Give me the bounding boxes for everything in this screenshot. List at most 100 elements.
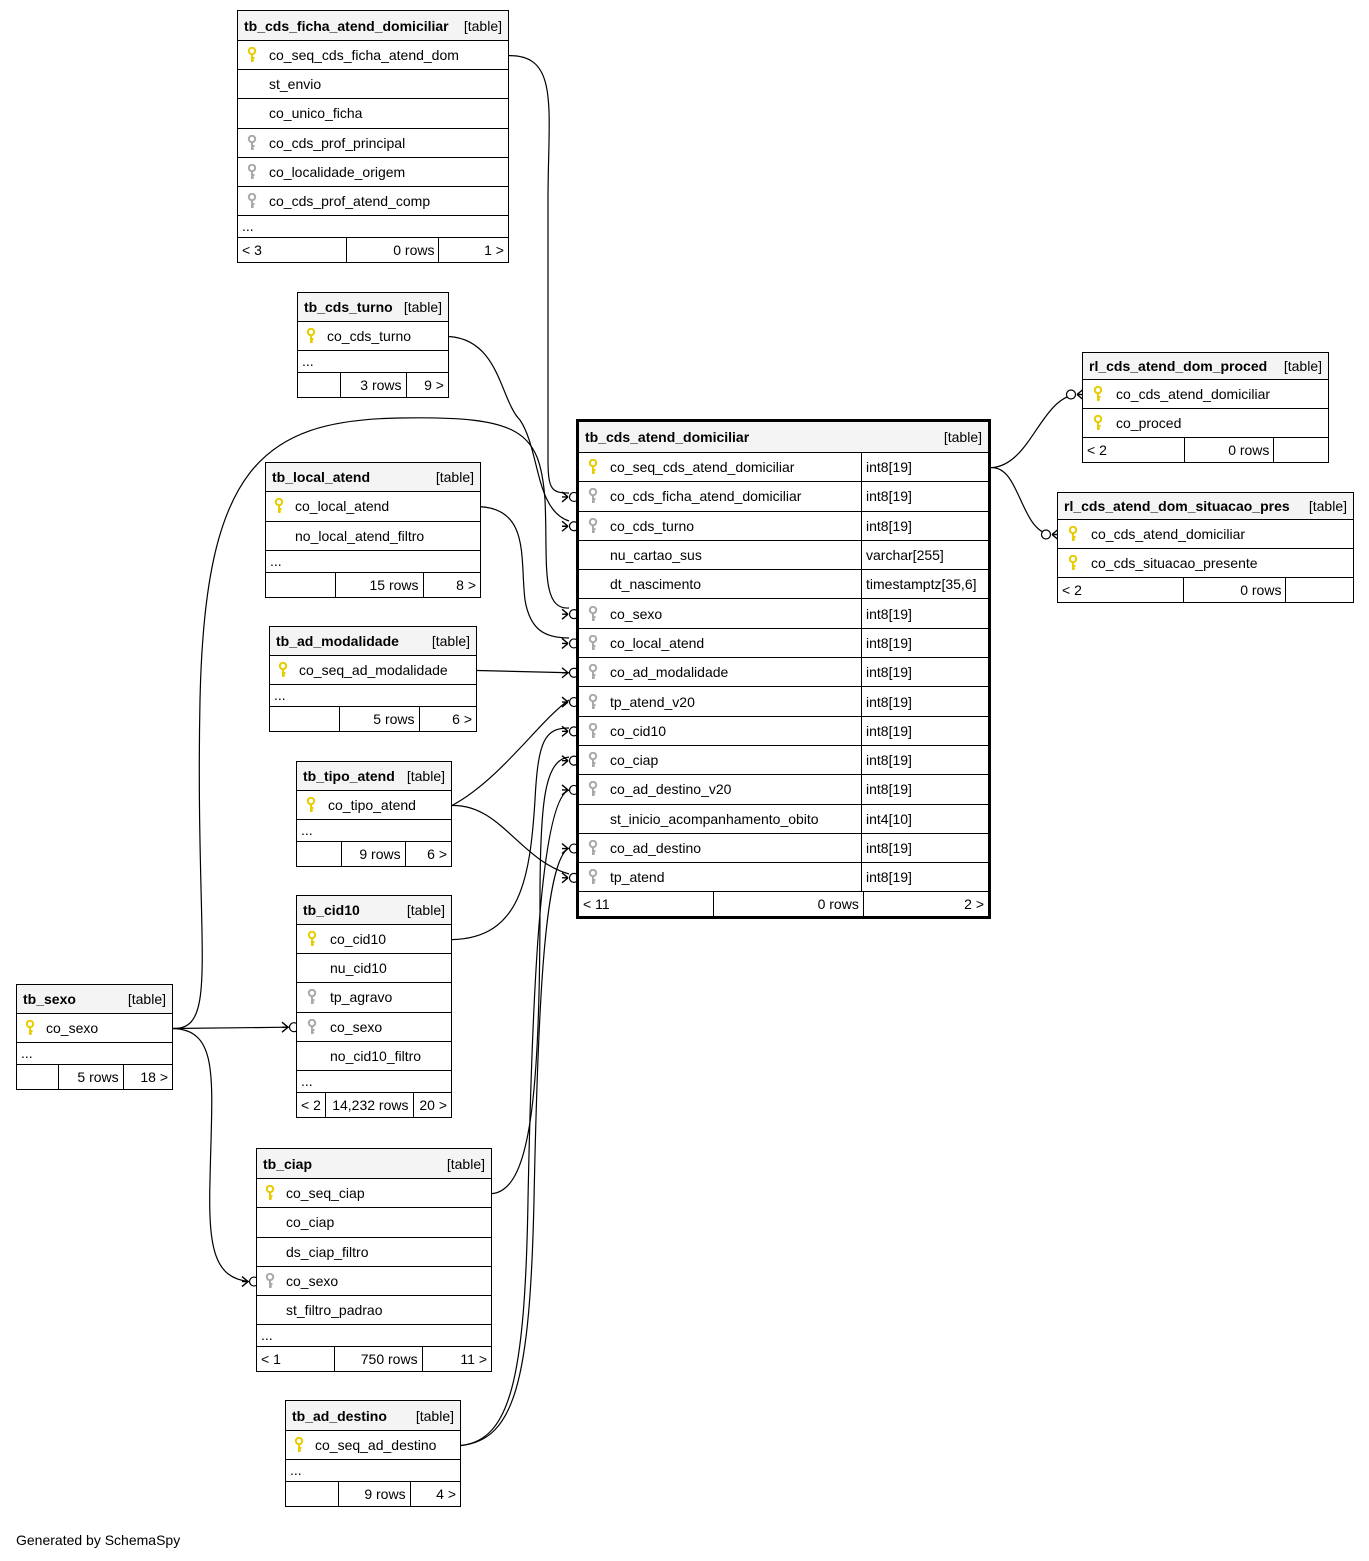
table-name[interactable]: tb_ad_modalidade (276, 633, 399, 649)
table-column-row[interactable]: co_seq_ad_modalidade (270, 656, 476, 685)
table-column-row[interactable]: co_cds_prof_atend_comp (238, 187, 508, 217)
table-column-row[interactable]: co_seq_ciap (257, 1179, 491, 1209)
table-name[interactable]: tb_cds_atend_domiciliar (585, 429, 750, 445)
table-header[interactable]: tb_cds_ficha_atend_domiciliar[table] (238, 11, 508, 41)
table-rl_cds_atend_dom_situacao_pres[interactable]: rl_cds_atend_dom_situacao_pres[table]co_… (1057, 492, 1354, 603)
table-column-row[interactable]: co_cds_situacao_presente (1058, 549, 1353, 578)
table-column-row[interactable]: co_localidade_origem (238, 158, 508, 187)
table-column-row[interactable]: st_envio (238, 70, 508, 100)
parents-link[interactable] (17, 1065, 59, 1089)
table-column-row[interactable]: tp_agravo (297, 983, 451, 1013)
table-rl_cds_atend_dom_proced[interactable]: rl_cds_atend_dom_proced[table]co_cds_ate… (1082, 352, 1329, 463)
table-header[interactable]: rl_cds_atend_dom_proced[table] (1083, 353, 1328, 380)
children-link[interactable]: 9 > (424, 377, 444, 393)
table-column-row[interactable]: co_seq_cds_ficha_atend_dom (238, 41, 508, 71)
table-name[interactable]: tb_cid10 (303, 902, 360, 918)
children-link[interactable]: 11 > (460, 1351, 487, 1368)
table-column-row[interactable]: st_filtro_padrao (257, 1296, 491, 1326)
parents-link[interactable]: < 2 (297, 1092, 326, 1117)
table-header[interactable]: tb_sexo[table] (17, 985, 172, 1014)
parents-link[interactable] (266, 573, 337, 597)
table-header[interactable]: tb_ciap[table] (257, 1149, 491, 1179)
parents-link[interactable] (298, 373, 342, 397)
table-column-row[interactable]: co_local_atend (266, 492, 480, 522)
table-column-row[interactable]: co_proced (1083, 409, 1328, 438)
table-name[interactable]: tb_ciap (263, 1155, 313, 1172)
table-tb_tipo_atend[interactable]: tb_tipo_atend[table]co_tipo_atend...9 ro… (296, 761, 452, 867)
parents-link[interactable]: < 2 (1058, 578, 1185, 602)
children-link[interactable]: 6 > (427, 846, 448, 862)
table-header[interactable]: tb_ad_destino[table] (286, 1401, 460, 1431)
table-column-row[interactable]: co_cds_turno (298, 322, 448, 351)
table-column-row[interactable]: co_cds_atend_domiciliar (1058, 520, 1353, 549)
parents-link[interactable] (270, 707, 341, 731)
children-link[interactable] (1274, 438, 1328, 462)
children-link[interactable]: 18 > (140, 1069, 168, 1085)
table-column-row[interactable]: co_seq_ad_destino (286, 1431, 460, 1460)
table-column-row[interactable]: co_sexo (257, 1267, 491, 1297)
table-column-row[interactable]: co_tipo_atend (297, 791, 451, 820)
table-name[interactable]: tb_local_atend (272, 469, 371, 485)
children-link[interactable]: 1 > (484, 242, 504, 259)
table-tb_ad_modalidade[interactable]: tb_ad_modalidade[table]co_seq_ad_modalid… (269, 626, 477, 732)
table-column-row[interactable]: co_cds_prof_principal (238, 129, 508, 158)
table-name[interactable]: tb_ad_destino (292, 1407, 387, 1424)
table-tb_cds_turno[interactable]: tb_cds_turno[table]co_cds_turno...3 rows… (297, 292, 449, 398)
table-header[interactable]: tb_cds_atend_domiciliar[table] (579, 422, 988, 453)
table-tb_ad_destino[interactable]: tb_ad_destino[table]co_seq_ad_destino...… (285, 1400, 461, 1507)
children-link[interactable]: 8 > (456, 577, 476, 593)
table-name[interactable]: tb_cds_turno (304, 299, 393, 315)
table-column-row[interactable]: co_ciap (257, 1208, 491, 1238)
table-name[interactable]: tb_sexo (23, 991, 76, 1007)
table-header[interactable]: tb_cid10[table] (297, 896, 451, 925)
parents-link[interactable]: < 3 (238, 238, 348, 263)
parents-link[interactable]: < 11 (579, 892, 715, 917)
table-header[interactable]: tb_tipo_atend[table] (297, 762, 451, 791)
table-column-row[interactable]: co_unico_ficha (238, 99, 508, 129)
children-link[interactable]: 4 > (436, 1486, 456, 1502)
table-column-row[interactable]: co_cid10 (297, 925, 451, 955)
table-column-row[interactable]: co_cds_atend_domiciliar (1083, 380, 1328, 409)
table-header[interactable]: tb_ad_modalidade[table] (270, 627, 476, 656)
children-link[interactable]: 20 > (419, 1096, 447, 1113)
table-tb_cds_atend_domiciliar[interactable]: tb_cds_atend_domiciliar[table]co_seq_cds… (576, 419, 991, 920)
table-column-row[interactable]: ds_ciap_filtro (257, 1238, 491, 1267)
table-header[interactable]: tb_cds_turno[table] (298, 293, 448, 322)
table-name[interactable]: tb_tipo_atend (303, 768, 395, 784)
children-link[interactable]: 6 > (452, 711, 472, 727)
table-column-row[interactable]: no_cid10_filtro (297, 1042, 451, 1071)
parents-link[interactable]: < 1 (257, 1347, 336, 1372)
table-column-row[interactable]: co_sexo (17, 1014, 172, 1043)
table-column-row[interactable]: no_local_atend_filtro (266, 522, 480, 551)
table-column-row[interactable]: co_sexo (297, 1013, 451, 1042)
table-tb_cds_ficha_atend_domiciliar[interactable]: tb_cds_ficha_atend_domiciliar[table]co_s… (237, 10, 509, 264)
parents-link[interactable] (297, 842, 343, 866)
table-name[interactable]: rl_cds_atend_dom_proced (1089, 358, 1268, 374)
table-name[interactable]: rl_cds_atend_dom_situacao_pres (1064, 498, 1290, 514)
table-header[interactable]: tb_local_atend[table] (266, 463, 480, 492)
parents-link[interactable] (286, 1482, 340, 1506)
table-column-row[interactable]: nu_cid10 (297, 954, 451, 984)
table-name[interactable]: tb_cds_ficha_atend_domiciliar (244, 17, 449, 34)
children-link[interactable]: 2 > (964, 896, 985, 913)
children-link[interactable] (1286, 578, 1353, 602)
